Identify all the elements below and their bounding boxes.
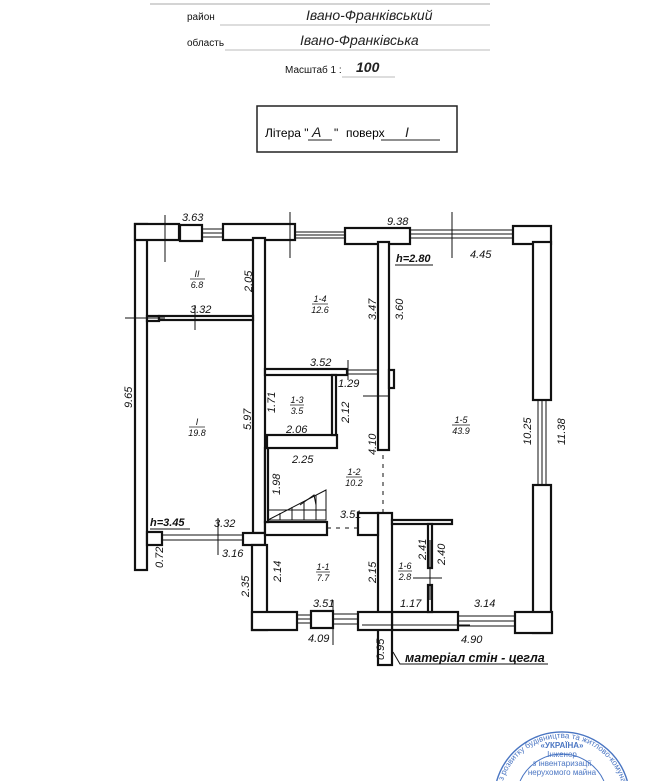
dimension-label: 2.25 <box>291 454 314 466</box>
dimension-label: 4.90 <box>461 634 483 646</box>
dimension-label: 9.38 <box>387 216 409 228</box>
dimension-label: 3.16 <box>222 548 244 560</box>
dimension-label: 3.51 <box>340 509 361 521</box>
room-1-3: 1-33.5 <box>290 395 304 416</box>
room-II: ІІ6.8 <box>190 269 205 290</box>
stamp-line-1: «УКРАЇНА» <box>541 741 584 750</box>
room-1-5: 1-543.9 <box>452 415 470 436</box>
region-label: область <box>187 37 224 49</box>
scale-label: Масштаб 1 : <box>285 64 342 76</box>
dimension-label: 4.45 <box>470 249 492 261</box>
dimension-label: 3.63 <box>182 212 204 224</box>
room-id: 1-5 <box>454 415 468 425</box>
room-area: 7.7 <box>317 573 331 583</box>
dimension-label: 0.72 <box>154 547 166 568</box>
room-area: 3.5 <box>291 406 305 416</box>
staircase <box>267 489 327 521</box>
scale-value: 100 <box>356 59 380 75</box>
letter-label: Літера " <box>265 126 309 140</box>
room-id: 1-3 <box>290 395 303 405</box>
dimension-label: 0.95 <box>375 638 387 660</box>
height-left: h=3.45 <box>150 517 185 529</box>
floor-label: поверх <box>346 126 385 140</box>
dimension-label: 2.06 <box>285 424 308 436</box>
opening-dashes <box>327 455 384 529</box>
room-area: 43.9 <box>452 426 470 436</box>
room-id: 1-2 <box>347 467 360 477</box>
stamp-line-3: з інвентаризації <box>533 759 593 768</box>
dimension-label: 3.51 <box>313 598 334 610</box>
room-1-4: 1-412.6 <box>311 294 329 315</box>
room-area: 2.8 <box>398 572 412 582</box>
room-labels: ІІ6.8 І19.8 1-412.6 1-33.5 1-543.9 1-210… <box>188 269 470 583</box>
room-id: ІІ <box>194 269 200 279</box>
walls <box>133 222 554 667</box>
dimension-label: 4.09 <box>308 633 329 645</box>
room-area: 12.6 <box>311 305 329 315</box>
dimension-label: 2.14 <box>272 561 284 583</box>
material-note: матеріал стін - цегла <box>405 651 545 665</box>
room-I: І19.8 <box>188 417 206 438</box>
room-1-2: 1-210.2 <box>345 467 363 488</box>
stamp-line-4: нерухомого майна <box>528 768 597 777</box>
dimension-label: 4.10 <box>367 433 379 455</box>
floor-value: І <box>405 124 409 140</box>
dimension-label: 1.17 <box>400 598 422 610</box>
letter-close: " <box>334 126 338 140</box>
room-area: 19.8 <box>188 428 206 438</box>
dimension-label: 5.97 <box>242 408 254 430</box>
dimension-label: 2.12 <box>340 402 352 424</box>
dimension-label: 3.52 <box>310 357 331 369</box>
dimension-label: 2.35 <box>240 575 252 598</box>
dimension-label: 2.15 <box>367 561 379 584</box>
district-value: Івано-Франківський <box>306 7 433 23</box>
dimension-label: 1.71 <box>266 392 278 413</box>
stamp-inner-ring <box>519 753 605 781</box>
dimension-label: 3.14 <box>474 598 495 610</box>
room-area: 10.2 <box>345 478 363 488</box>
material-leader <box>392 651 548 665</box>
dimension-label: 9.65 <box>123 386 135 408</box>
room-1-1: 1-17.7 <box>316 562 330 583</box>
letter-floor-box <box>256 105 458 153</box>
dimension-label: 3.60 <box>394 298 406 320</box>
dimension-label: 1.29 <box>338 378 359 390</box>
region-value: Івано-Франківська <box>300 32 419 48</box>
district-label: район <box>187 12 215 23</box>
dimension-label: 1.98 <box>271 473 283 495</box>
height-right: h=2.80 <box>396 253 431 265</box>
stamp-outer-ring <box>496 731 628 781</box>
dimension-label: 3.32 <box>214 518 235 530</box>
room-area: 6.8 <box>191 280 204 290</box>
dimension-label: 3.32 <box>190 304 211 316</box>
stamp-line-2: Інженер <box>547 750 577 759</box>
dimension-label: 2.05 <box>243 270 255 293</box>
room-id: 1-1 <box>316 562 329 572</box>
dimension-label: 10.25 <box>522 417 534 445</box>
dimension-label: 11.38 <box>556 417 568 445</box>
room-1-6: 1-62.8 <box>398 561 412 582</box>
dimension-label: 3.47 <box>367 298 379 320</box>
dimension-label: 2.41 <box>417 539 429 561</box>
windows <box>162 228 547 627</box>
dimension-ticks <box>125 212 470 645</box>
dimension-label: 2.40 <box>436 543 448 566</box>
room-id: І <box>196 417 199 427</box>
room-id: 1-4 <box>313 294 326 304</box>
room-id: 1-6 <box>398 561 411 571</box>
dimensions: 3.63 9.38 4.45 3.32 3.52 1.29 2.06 2.25 … <box>123 212 568 660</box>
letter-value: А <box>311 124 321 140</box>
